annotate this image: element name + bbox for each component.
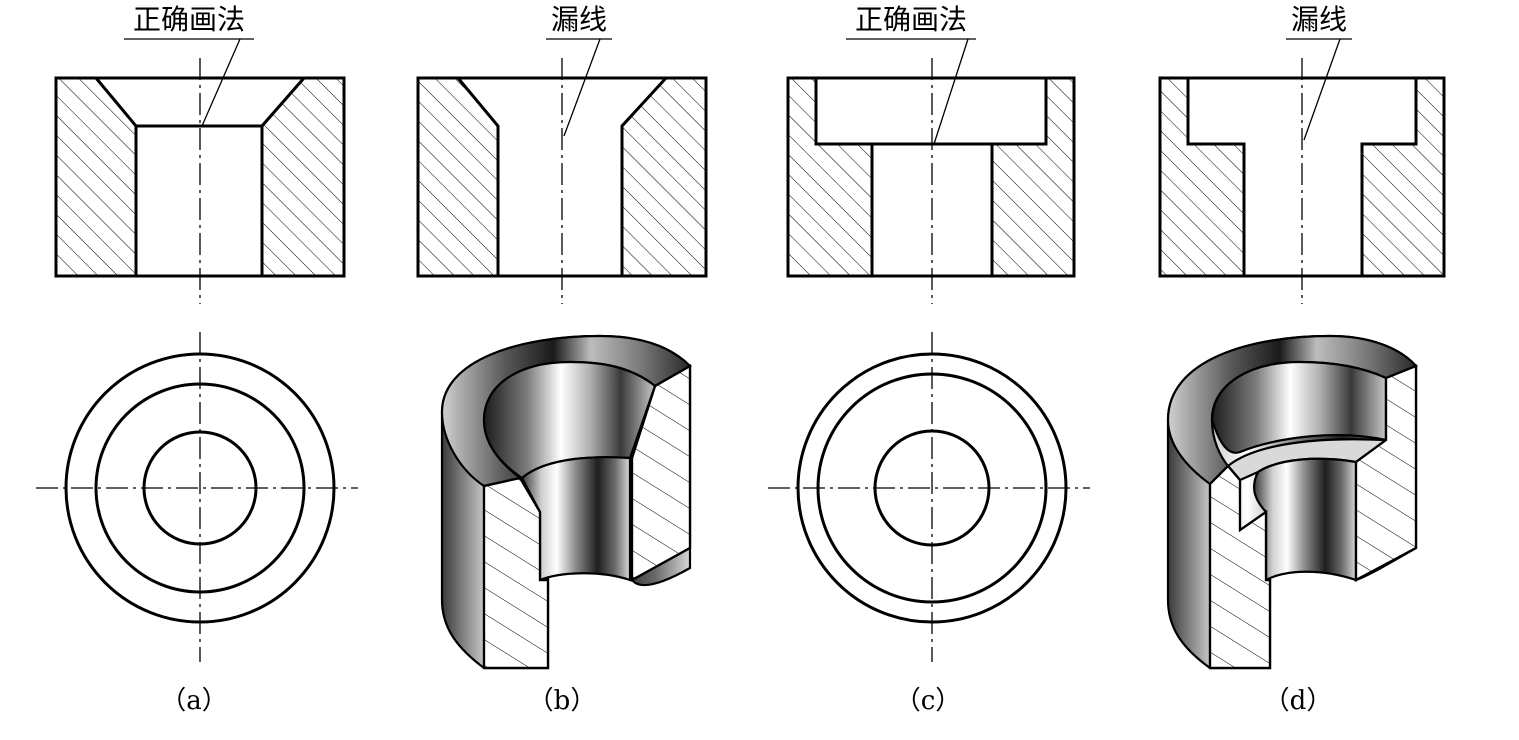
callout-label-d: 漏线 <box>1290 3 1348 36</box>
leader-d <box>1286 38 1352 141</box>
section-view-c <box>786 58 1076 304</box>
callout-label-c: 正确画法 <box>854 3 968 36</box>
caption-a: （a） <box>160 686 228 716</box>
leader-b <box>546 38 612 137</box>
caption-c: （c） <box>894 686 962 716</box>
figure-d <box>1158 38 1446 670</box>
iso-view-b <box>440 334 692 670</box>
callout-label-b: 漏线 <box>550 3 608 36</box>
section-view-a <box>54 58 346 304</box>
section-view-d <box>1158 58 1446 304</box>
top-view-c <box>768 332 1090 662</box>
leader-a <box>124 38 254 127</box>
iso-view-d <box>1166 334 1418 670</box>
callout-label-a: 正确画法 <box>132 3 246 36</box>
figure-c <box>768 38 1090 662</box>
top-view-a <box>36 332 358 662</box>
leader-c <box>846 38 976 145</box>
section-view-b <box>416 58 708 304</box>
caption-b: （b） <box>527 686 597 716</box>
caption-d: （d） <box>1263 686 1333 716</box>
figure-b <box>416 38 708 670</box>
figure-a <box>36 38 358 662</box>
